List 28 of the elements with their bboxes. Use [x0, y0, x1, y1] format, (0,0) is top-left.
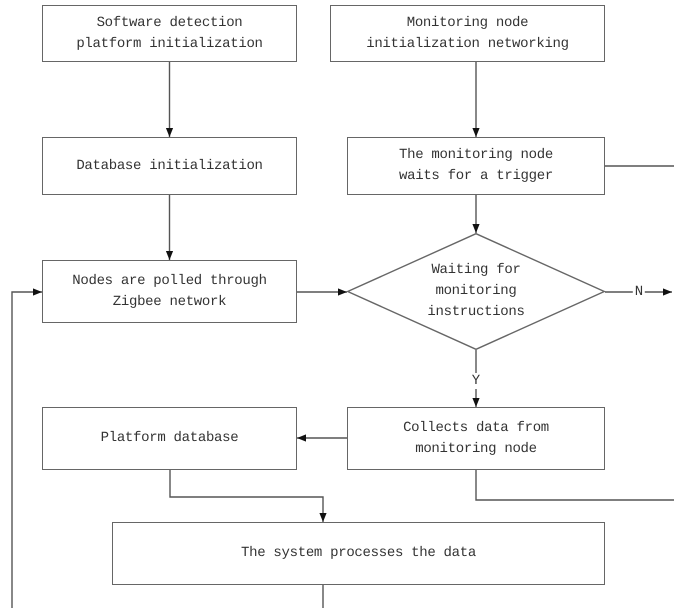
node-label: The monitoring node waits for a trigger	[398, 146, 554, 186]
process-box	[42, 137, 297, 195]
arrow	[297, 288, 347, 296]
arrow	[11, 288, 42, 608]
process-box	[330, 5, 605, 62]
node-label: Collects data from monitoring node	[402, 418, 550, 458]
process-box	[42, 407, 297, 470]
process-box	[347, 407, 605, 470]
arrow	[472, 350, 480, 407]
node-label: Database initialization	[76, 156, 263, 176]
process-box	[347, 137, 605, 195]
arrow	[472, 62, 480, 137]
arrow	[472, 195, 480, 233]
arrow	[166, 195, 174, 260]
arrow	[166, 62, 174, 137]
process-box	[112, 522, 605, 585]
arrow	[297, 434, 347, 442]
arrow	[169, 470, 327, 522]
node-label: The system processes the data	[241, 544, 476, 563]
arrow	[605, 288, 672, 296]
process-box	[42, 260, 297, 323]
node-label: Monitoring node initialization networking	[365, 14, 570, 54]
node-label: Nodes are polled through Zigbee network	[71, 272, 268, 312]
edge-label: Y	[470, 373, 482, 389]
node-label: Platform database	[100, 429, 238, 448]
process-box	[42, 5, 297, 62]
node-label: Software detection platform initialization	[75, 14, 264, 54]
node-label: Waiting for monitoring instructions	[426, 261, 526, 322]
